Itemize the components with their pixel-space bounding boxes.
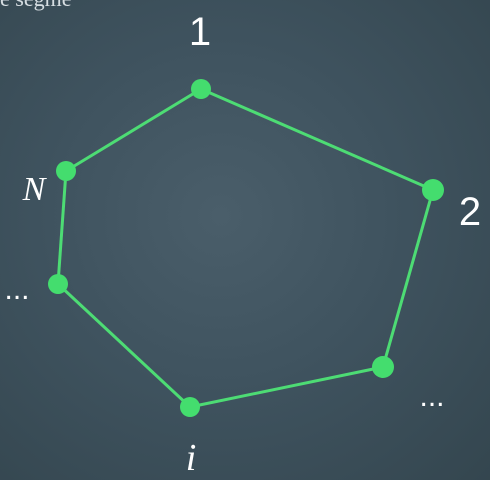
vertex-label-i: i [186, 437, 197, 479]
ellipsis-left: ... [4, 273, 29, 306]
vertex-i [180, 397, 200, 417]
edge-2-right-ellipsis [381, 189, 435, 368]
caption-fragment: e segme [0, 0, 71, 12]
edge-1-2 [200, 87, 434, 192]
vertex-N [56, 161, 76, 181]
vertex-2 [422, 179, 444, 201]
edge-N-1 [65, 87, 202, 173]
vertex-label-N: N [22, 171, 48, 208]
edge-right-ellipsis-i [189, 365, 384, 409]
vertex-1 [191, 79, 211, 99]
edge-left-ellipsis-N [56, 170, 68, 285]
vertex-left-ellipsis [48, 274, 68, 294]
polygon-vertices [48, 79, 444, 417]
ellipsis-right: ... [419, 380, 444, 413]
edge-i-left-ellipsis [56, 282, 192, 409]
vertex-label-1: 1 [189, 10, 211, 54]
vertex-label-2: 2 [459, 190, 481, 234]
vertex-right-ellipsis [372, 356, 394, 378]
polygon-edges [56, 87, 435, 409]
